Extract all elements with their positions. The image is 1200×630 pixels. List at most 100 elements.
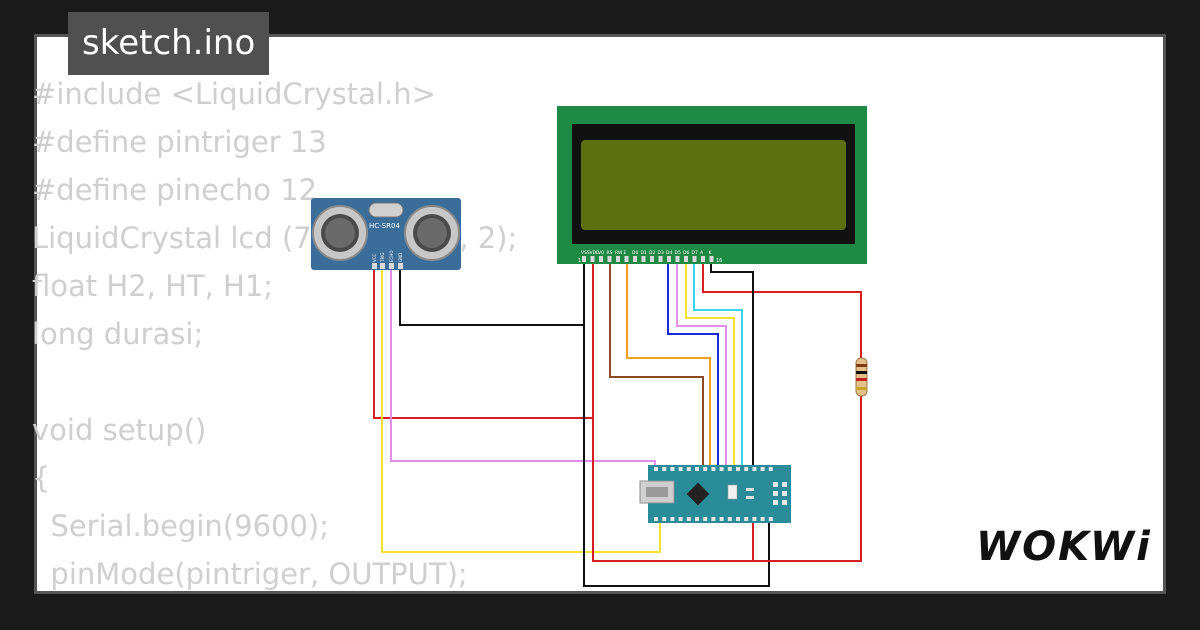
nano-pin[interactable] [711,517,716,521]
resistor-band [856,371,867,374]
sensor-pins [372,263,403,269]
nano-pin[interactable] [662,517,667,521]
wire-sensor-gnd[interactable] [399,262,585,326]
lcd-pin[interactable] [607,256,612,262]
resistor-band [856,364,867,367]
nano-pin[interactable] [752,467,757,471]
wire-lcd-backlight[interactable] [702,258,862,562]
nano-led [746,496,754,499]
nano-pin[interactable] [686,517,691,521]
wire-lcd-d7[interactable] [693,258,743,470]
nano-pin[interactable] [744,467,749,471]
resistor-band [856,387,867,390]
lcd-pin[interactable] [658,256,663,262]
file-tab[interactable]: sketch.ino [68,12,270,75]
wire-lcd-d6[interactable] [685,258,735,470]
resistor-body [855,357,868,397]
nano-led [746,488,754,491]
nano-pin[interactable] [768,517,773,521]
nano-pin[interactable] [703,517,708,521]
nano-pin[interactable] [760,467,765,471]
nano-pin[interactable] [662,467,667,471]
lcd-pin[interactable] [599,256,603,262]
wire-lcd-d4[interactable] [667,258,719,470]
wires [373,258,862,587]
wokwi-logo[interactable]: WOKWi [976,524,1152,570]
nano-pin[interactable] [768,467,773,471]
code-line: #define pintriger 13 [32,125,327,159]
lcd-pin[interactable] [582,256,586,262]
nano-pin[interactable] [736,467,740,471]
nano-pin[interactable] [654,517,658,521]
lcd-pin-label: E [624,250,627,256]
resistor[interactable] [855,357,868,397]
nano-pin[interactable] [727,467,732,471]
wire-sensor-trig[interactable] [381,268,661,553]
nano-pin[interactable] [686,467,691,471]
nano-pin[interactable] [695,517,699,521]
lcd-pin[interactable] [633,256,637,262]
lcd-pin-label: D2 [649,250,655,256]
nano-pin[interactable] [670,467,675,471]
lcd-pin[interactable] [650,256,654,262]
lcd-pin[interactable] [624,256,629,262]
nano-pin[interactable] [678,517,683,521]
lcd-pin[interactable] [616,256,620,262]
reset-button[interactable] [727,484,738,500]
ultrasonic-sensor[interactable]: HC-SR04 VCC TRIG ECHO GND [311,198,461,270]
wire-sensor-echo[interactable] [390,268,656,470]
wire-lcd-d5[interactable] [676,258,727,470]
nano-pin[interactable] [670,517,675,521]
code-line: float H2, HT, H1; [32,269,274,303]
nano-pin[interactable] [711,467,716,471]
lcd-pin-label: D7 [692,250,698,256]
code-line: Serial.begin(9600); [32,509,330,543]
lcd-pin[interactable] [667,256,671,262]
lcd-pin-label: D5 [675,250,681,256]
nano-pin-row-bottom [654,517,773,521]
lcd-pin-label: D1 [641,250,647,256]
nano-pin[interactable] [744,517,749,521]
wire-ground-bus[interactable] [583,262,770,587]
wire-lcd-e[interactable] [626,258,711,470]
nano-pin[interactable] [719,517,724,521]
lcd-pin-label: D6 [683,250,689,256]
code-line: pinMode(pintriger, OUTPUT); [32,557,468,591]
sensor-transducer-left [312,205,368,261]
lcd-pin[interactable] [641,256,646,262]
wire-power-bus[interactable] [592,262,754,562]
wire-lcd-k[interactable] [710,258,754,520]
nano-pin[interactable] [760,517,765,521]
sensor-transducer-right [404,205,460,261]
code-line: #include <LiquidCrystal.h> [32,77,436,111]
nano-pin[interactable] [678,467,683,471]
lcd-pin[interactable] [701,256,705,262]
lcd-pin[interactable] [692,256,697,262]
lcd-pin-label: A [700,250,704,256]
nano-pin-row-top [654,467,773,471]
mcu-chip [686,482,710,506]
nano-pin[interactable] [695,467,699,471]
lcd-pin-first: 1 [578,258,581,264]
lcd-pin-label: VSS [581,250,590,256]
nano-pin[interactable] [654,467,658,471]
lcd-pin[interactable] [709,256,714,262]
nano-pin[interactable] [719,467,724,471]
code-line: { [32,461,51,495]
sensor-model-label: HC-SR04 [369,222,400,230]
nano-pin[interactable] [727,517,732,521]
code-line: long durasi; [32,317,204,351]
sensor-pin-label: TRIG [380,252,385,263]
arduino-nano[interactable] [639,465,791,523]
lcd-pin[interactable] [590,256,595,262]
nano-pin[interactable] [703,467,708,471]
nano-pin[interactable] [752,517,757,521]
wire-sensor-vcc[interactable] [373,262,594,419]
lcd-pin-label: K [709,250,713,256]
lcd-pin[interactable] [684,256,688,262]
nano-pin[interactable] [736,517,740,521]
wire-lcd-rs[interactable] [609,258,704,470]
lcd-pin[interactable] [675,256,680,262]
